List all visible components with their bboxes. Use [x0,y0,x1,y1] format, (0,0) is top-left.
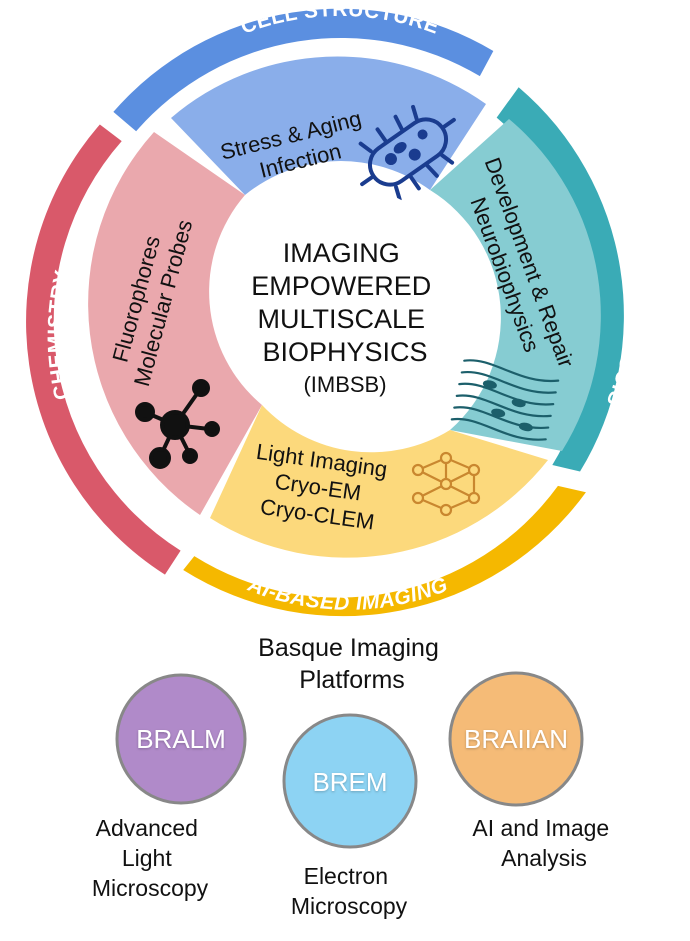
platforms-title-line-2: Platforms [299,666,405,694]
brem-label: BREM [312,767,387,797]
neural-network-icon [411,451,481,517]
center-line-1: IMAGING [283,238,400,268]
bottom-segment [210,405,548,558]
right-segment [430,119,601,451]
center-line-2: EMPOWERED [251,271,431,301]
bralm-circle [115,673,247,805]
brem-desc-line-2: Microscopy [291,893,408,919]
platforms-title: Basque Imaging Platforms [258,634,446,694]
center-hub: IMAGING EMPOWERED MULTISCALE BIOPHYSICS … [225,186,465,426]
bacteria-icon [358,104,456,202]
braiian-circle [448,671,584,807]
bralm-desc-line-1: Advanced [96,815,198,841]
chemistry-band [26,124,181,575]
braiian-desc-line-2: Analysis [501,845,587,871]
left-segment [88,132,263,515]
brem-circle [282,713,418,849]
center-title: IMAGING EMPOWERED MULTISCALE BIOPHYSICS [251,238,439,367]
platforms-title-line-1: Basque Imaging [258,634,439,662]
center-line-4: BIOPHYSICS [262,337,427,367]
braiian-label: BRAIIAN [464,724,568,754]
tissue-fibers-icon [450,359,560,441]
ai-based-imaging-label: AI-BASED IMAGING [244,573,451,615]
bralm-desc-line-3: Microscopy [92,875,209,901]
center-acronym: (IMBSB) [303,372,386,397]
bralm-label: BRALM [136,724,226,754]
center-circle [225,186,465,426]
cell-structure-band [113,8,494,132]
ai-imaging-band [183,485,586,617]
molecule-icon [135,379,220,469]
brem-description: Electron Microscopy [291,863,408,919]
braiian-description: AI and Image Analysis [472,815,615,871]
center-line-3: MULTISCALE [257,304,425,334]
braiian-desc-line-1: AI and Image [472,815,609,841]
bralm-description: Advanced Light Microscopy [92,815,209,901]
platforms-section: Basque Imaging Platforms BRALM BREM BRAI… [92,634,615,919]
top-segment [171,56,486,195]
brem-desc-line-1: Electron [304,863,388,889]
bralm-desc-line-2: Light [122,845,172,871]
